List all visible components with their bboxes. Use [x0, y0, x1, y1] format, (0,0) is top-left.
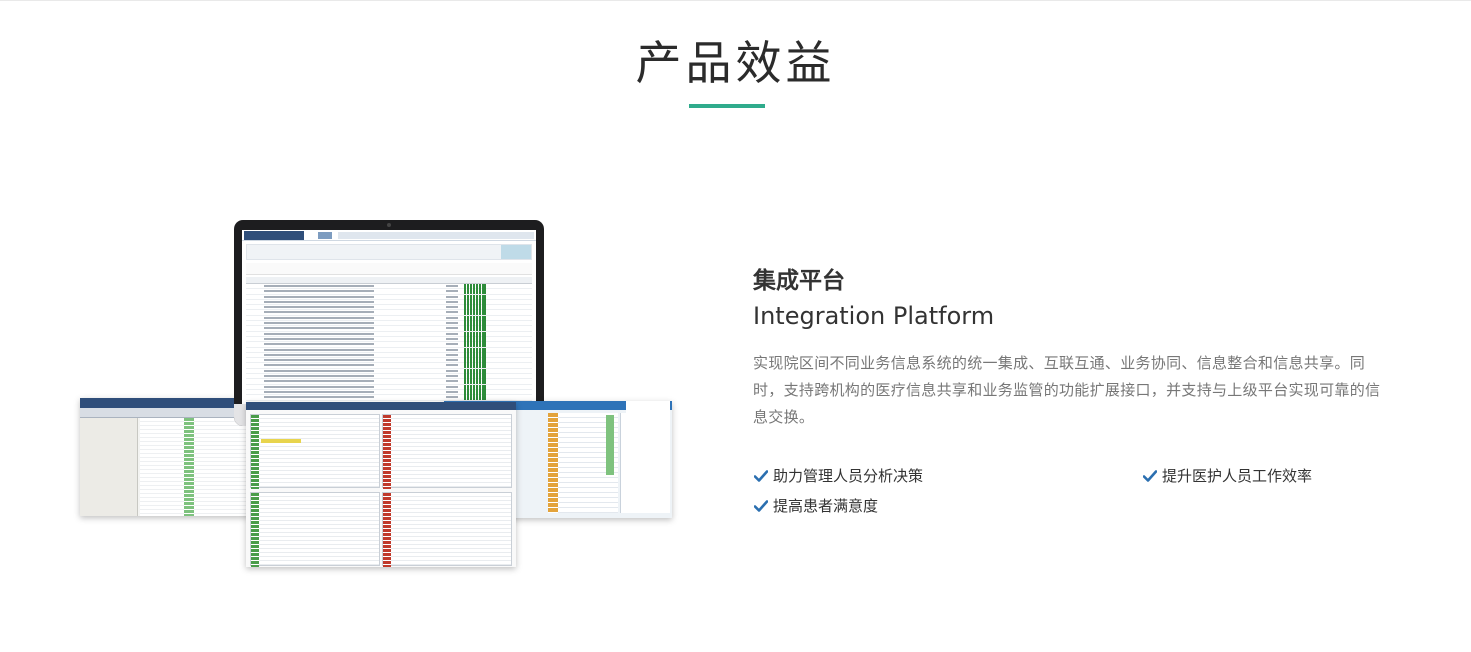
screen-table-row: [246, 284, 532, 290]
check-icon: [753, 498, 769, 514]
middle-panel-quadrant-bottom-left: [250, 492, 380, 567]
feature-title-cn: 集成平台: [753, 268, 845, 294]
screen-banner: [246, 244, 532, 260]
benefit-item: 助力管理人员分析决策: [753, 466, 923, 486]
screen-table-row: [246, 352, 532, 359]
screen-table-row: [246, 374, 532, 380]
benefit-item: 提高患者满意度: [753, 496, 878, 516]
right-panel-info: [620, 413, 670, 513]
screen-table-row: [246, 347, 532, 353]
monitor-screen: [242, 230, 536, 404]
check-icon: [753, 468, 769, 484]
check-icon: [1142, 468, 1158, 484]
section-title: 产品效益: [635, 36, 836, 90]
left-panel-sidebar: [80, 418, 138, 516]
screen-table-row: [246, 384, 532, 390]
middle-panel-quadrant-top-left: [250, 414, 380, 489]
screen-table-row: [246, 315, 532, 322]
screen-table-row: [246, 389, 532, 396]
benefit-label: 提升医护人员工作效率: [1162, 467, 1313, 485]
screen-table-row: [246, 395, 532, 401]
screen-table-rows: [242, 284, 536, 401]
screen-table-row: [246, 368, 532, 375]
title-underline: [689, 104, 765, 108]
benefit-label: 助力管理人员分析决策: [773, 467, 924, 485]
middle-screen-panel: [246, 402, 516, 567]
left-panel-titlebar: [80, 398, 250, 408]
screen-table-row: [246, 305, 532, 311]
left-screen-panel: [80, 398, 250, 516]
screen-table-row: [246, 342, 532, 348]
middle-panel-titlebar: [246, 402, 516, 410]
monitor: [234, 220, 544, 426]
benefit-label: 提高患者满意度: [773, 497, 879, 515]
feature-title-en: Integration Platform: [753, 302, 995, 330]
left-panel-list: [140, 418, 250, 516]
screen-filter-bar: [246, 263, 532, 275]
screen-table-row: [246, 310, 532, 316]
screen-table-row: [246, 363, 532, 369]
middle-panel-quadrant-bottom-right: [382, 492, 512, 567]
screen-table-row: [246, 299, 532, 306]
screen-table-header: [246, 277, 532, 284]
right-panel-titlebar: [444, 401, 672, 410]
monitor-camera: [387, 223, 391, 227]
screen-table-row: [246, 336, 532, 343]
middle-panel-quadrant-top-right: [382, 414, 512, 489]
screen-table-row: [246, 294, 532, 300]
screen-table-row: [246, 289, 532, 295]
feature-description: 实现院区间不同业务信息系统的统一集成、互联互通、业务协同、信息整合和信息共享。同…: [753, 354, 1381, 426]
benefit-item: 提升医护人员工作效率: [1142, 466, 1312, 486]
screen-header: [242, 230, 536, 241]
right-panel-status-column: [606, 415, 614, 475]
right-panel-brand: [626, 401, 670, 413]
screen-table-row: [246, 379, 532, 385]
screen-table-row: [246, 331, 532, 337]
left-panel-tabs: [80, 408, 250, 418]
screen-table-row: [246, 321, 532, 327]
top-divider: [0, 0, 1471, 1]
screen-table-row: [246, 326, 532, 332]
product-illustration: [80, 218, 672, 568]
screen-table-row: [246, 358, 532, 364]
